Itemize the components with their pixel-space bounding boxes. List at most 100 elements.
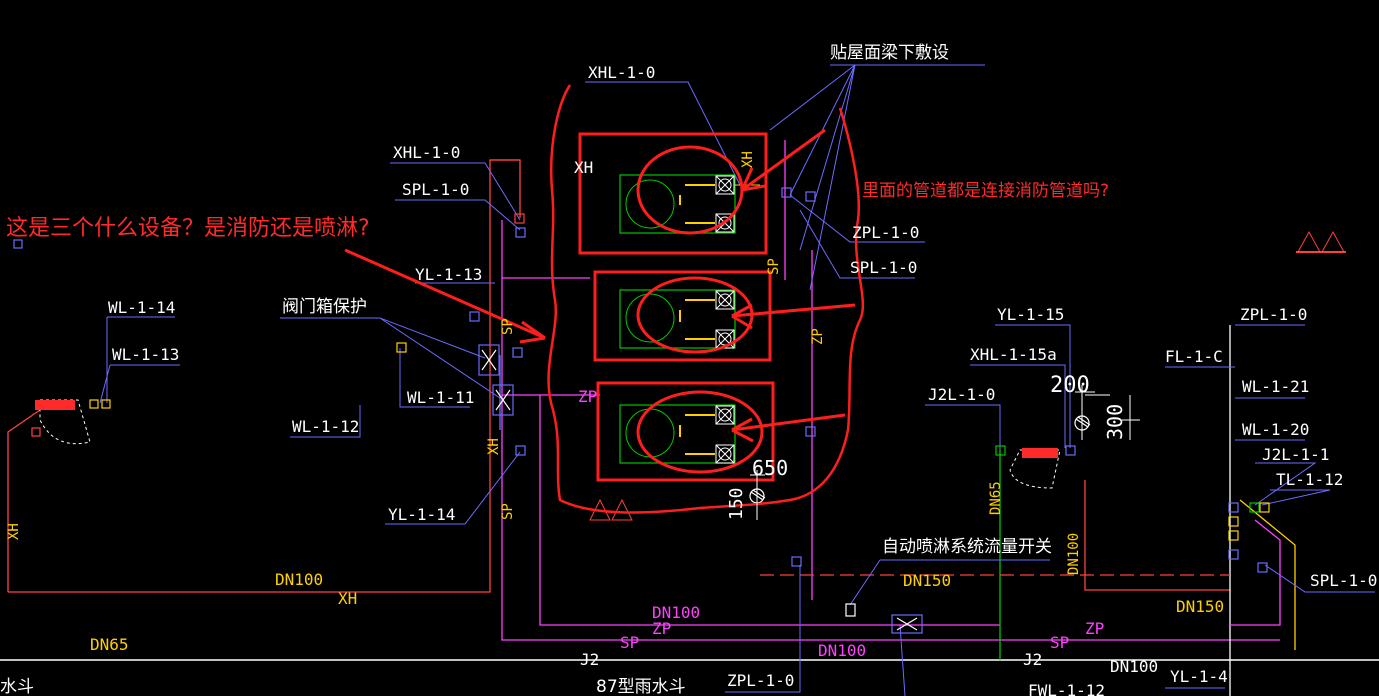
markup-ellipse-3	[636, 390, 764, 474]
label-zp-right: ZP	[1085, 619, 1104, 638]
markup-box-2	[593, 270, 772, 362]
tag-wl-1-13: WL-1-13	[112, 345, 179, 364]
pipe-right-yellow	[1239, 499, 1296, 650]
arrow-unit-1	[741, 128, 826, 192]
hydrant-left	[35, 399, 91, 445]
label-dn150-right: DN150	[1176, 597, 1224, 616]
note-valve-box: 阀门箱保护	[282, 297, 367, 317]
label-dn100-mid2: DN100	[818, 641, 866, 660]
tag-zpl-right: ZPL-1-0	[852, 223, 919, 242]
markup-ellipse-1	[636, 145, 744, 235]
tag-fwl-1-12: FWL-1-12	[1028, 681, 1105, 696]
label-xh-left-vertical: XH	[6, 523, 22, 540]
tag-j2l-1-0: J2L-1-0	[928, 385, 995, 404]
note-flow-switch: 自动喷淋系统流量开关	[882, 537, 1052, 557]
tag-spl-far: SPL-1-0	[1310, 571, 1377, 590]
label-dn100-right: DN100	[1110, 657, 1158, 676]
label-dn100-left: DN100	[275, 570, 323, 589]
dimension-lines	[750, 385, 1140, 520]
label-sp-vertical1: SP	[500, 318, 516, 335]
fitting-yl-1-14	[515, 445, 526, 456]
fitting-spl	[515, 227, 526, 238]
fitting-sp-valve	[512, 347, 523, 358]
annotation-question-pipes: 里面的管道都是连接消防管道吗?	[862, 181, 1109, 201]
label-zp-bottom: ZP	[652, 619, 671, 638]
label-dn100-vertical: DN100	[1066, 533, 1082, 575]
label-dn65: DN65	[90, 635, 129, 654]
pipe-right-sp	[1230, 519, 1281, 626]
tag-j2l-1-1: J2L-1-1	[1262, 445, 1329, 464]
pipe-labels: DN100 XH DN65 J2 SP ZP DN100 DN100 DN150…	[6, 151, 1224, 676]
tag-tl-1-12: TL-1-12	[1276, 470, 1343, 489]
label-sp-vertical2: SP	[500, 503, 516, 520]
fitting-wl-1-11	[396, 342, 407, 353]
label-sp-vertical3: SP	[766, 258, 782, 275]
pipe-zp-lower	[539, 395, 1000, 626]
pipe-tags: XHL-1-0 XHL-1-0 SPL-1-0 YL-1-13 WL-1-14 …	[108, 63, 1377, 696]
fitting-right-3	[1228, 530, 1239, 541]
label-j2-left: J2	[580, 650, 599, 669]
label-dn65-vertical: DN65	[988, 481, 1004, 515]
pipe-xh-right	[1084, 480, 1230, 591]
label-dn150-mid: DN150	[903, 571, 951, 590]
tag-wl-1-14: WL-1-14	[108, 298, 175, 317]
fitting-right-2	[1228, 516, 1239, 527]
fitting-flow-switch	[845, 603, 856, 617]
label-zp-mid: ZP	[578, 387, 597, 406]
label-xh-top-vertical: XH	[740, 151, 756, 168]
label-sp-bottom: SP	[620, 633, 639, 652]
note-rain-hopper-left: 水斗	[0, 677, 34, 696]
tag-yl-1-14: YL-1-14	[388, 505, 455, 524]
tag-xhl-1-15a: XHL-1-15a	[970, 345, 1057, 364]
tag-xhl-left: XHL-1-0	[393, 143, 460, 162]
label-dn100-mid: DN100	[652, 603, 700, 622]
fitting-xhl-1-15a	[1065, 445, 1076, 456]
fitting-xh-left	[31, 427, 41, 437]
dimension-texts: 200 300 650 150	[726, 373, 1127, 520]
fitting-zp-low	[805, 426, 816, 437]
pipe-xh-left	[7, 409, 41, 592]
tag-wl-1-20: WL-1-20	[1242, 420, 1309, 439]
pipe-xh-riser	[490, 159, 521, 218]
review-markup	[344, 84, 865, 514]
tag-yl-1-4: YL-1-4	[1170, 667, 1228, 686]
tag-fl-1-c: FL-1-C	[1165, 347, 1223, 366]
tag-wl-1-12: WL-1-12	[292, 417, 359, 436]
tag-zpl-bottom: ZPL-1-0	[727, 671, 794, 690]
tag-yl-1-13: YL-1-13	[415, 265, 482, 284]
dim-300: 300	[1103, 404, 1127, 440]
markup-outline	[547, 84, 865, 514]
label-zp-vertical: ZP	[810, 328, 826, 345]
arrow-unit-2	[731, 303, 856, 318]
fitting-zpl	[781, 187, 792, 198]
annotation-question-devices: 这是三个什么设备？是消防还是喷淋?	[6, 216, 370, 241]
valve-lower	[492, 384, 514, 416]
label-xh-bottom: XH	[338, 589, 357, 608]
fitting-tl-1-12	[1259, 502, 1270, 513]
hydrant-right	[1009, 448, 1061, 489]
markup-box-1	[578, 132, 768, 255]
valve-flow	[891, 614, 923, 634]
tag-wl-1-21: WL-1-21	[1242, 377, 1309, 396]
tag-spl-left: SPL-1-0	[402, 180, 469, 199]
fitting-xhl	[514, 213, 525, 224]
fitting-spl-far	[1257, 562, 1268, 573]
fitting-left-edge	[13, 239, 23, 249]
fitting-right-1	[1228, 502, 1239, 513]
fitting-wl-1-13	[89, 399, 99, 409]
label-sp-right: SP	[1050, 633, 1069, 652]
warning-triangles-right	[1296, 230, 1346, 253]
dim-650: 650	[752, 456, 788, 480]
dim-150: 150	[726, 487, 747, 520]
label-j2-right: J2	[1023, 650, 1042, 669]
valve-upper	[478, 344, 500, 376]
dim-200: 200	[1050, 373, 1090, 398]
fitting-j2l-1-1	[1249, 502, 1260, 513]
pipe-sp-main	[501, 220, 1280, 641]
tag-xhl-top: XHL-1-0	[588, 63, 655, 82]
fitting-yl-1-13	[469, 311, 480, 322]
fitting-spl-right	[805, 191, 816, 202]
tag-spl-right: SPL-1-0	[850, 258, 917, 277]
fitting-j2l	[995, 445, 1006, 456]
